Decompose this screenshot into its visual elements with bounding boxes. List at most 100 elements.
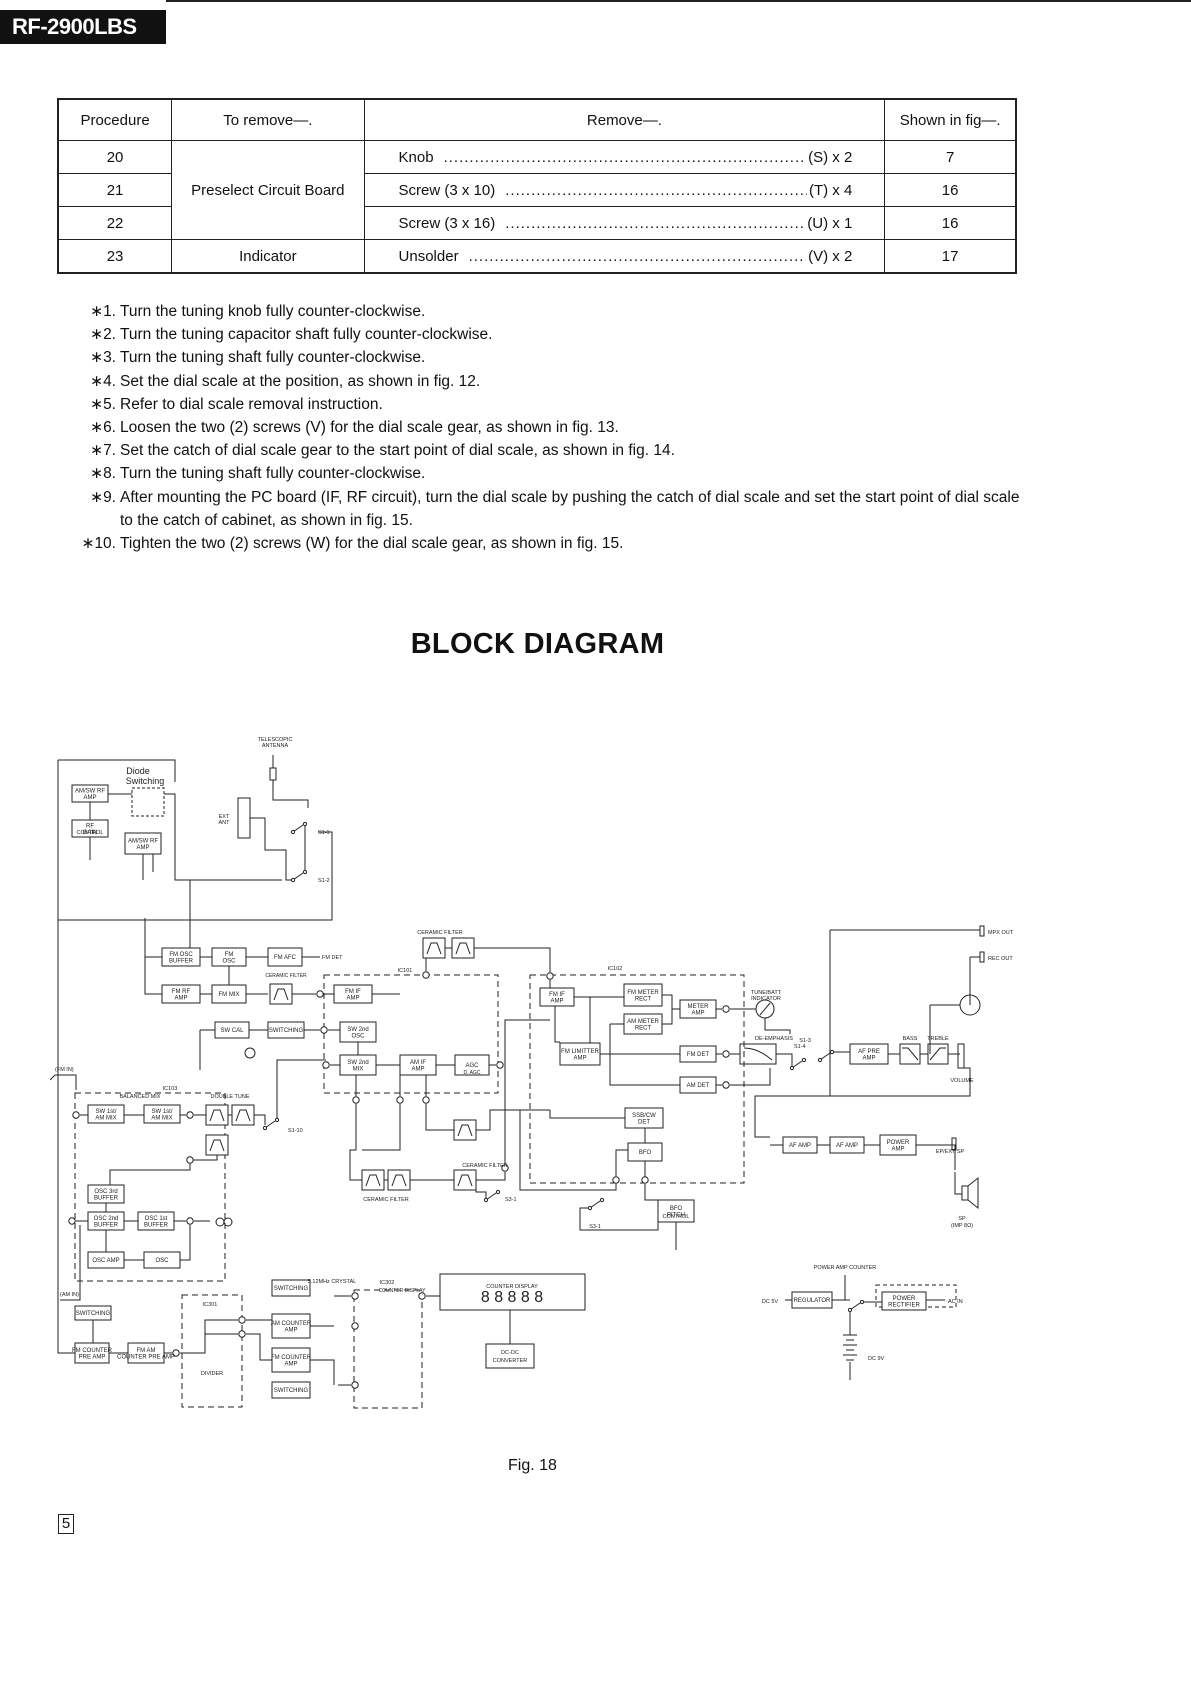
block-am-sw-rf-amp — [71, 784, 109, 803]
signal-line — [109, 1164, 191, 1185]
volume-pot — [957, 1043, 965, 1069]
diagram-label: (FM IN) — [55, 1067, 74, 1073]
diagram-label: COUNTER DISPLAY — [379, 1288, 427, 1294]
ic-pin-node — [501, 1164, 509, 1172]
block-ssb-cw-det — [624, 1107, 664, 1129]
signal-line — [549, 1110, 625, 1119]
signal-line — [662, 994, 680, 1010]
filter-block — [422, 937, 446, 959]
header-shown: Shown in fig—. — [884, 98, 1017, 141]
block-label: AF AMP — [836, 1143, 858, 1149]
ic-pin-node — [316, 990, 324, 998]
signal-line — [476, 1109, 550, 1131]
signal-line — [180, 1225, 191, 1261]
switch-contact — [587, 1205, 593, 1211]
crystal-symbol — [244, 1047, 256, 1059]
cell-fig: 16 — [884, 206, 1017, 240]
ic-pin-node — [238, 1330, 246, 1338]
signal-line — [476, 1172, 506, 1181]
note-item: ∗6.Loosen the two (2) screws (V) for the… — [90, 419, 619, 437]
bandpass-symbol — [235, 1109, 251, 1122]
diagram-label: BASS — [903, 1036, 918, 1042]
speaker-wire — [954, 1172, 962, 1195]
signal-line — [579, 1207, 659, 1231]
counter-display — [439, 1273, 586, 1311]
signal-line — [615, 1149, 628, 1176]
diagram-label: CERAMIC FILTER — [417, 930, 462, 936]
bandpass-symbol — [391, 1174, 407, 1187]
note-item: ∗7.Set the catch of dial scale gear to t… — [90, 442, 675, 460]
cell-remove: Screw (3 x 16)(U) x 1 — [363, 206, 886, 240]
diagram-label: S1-10 — [288, 1128, 303, 1134]
rolloff-symbol — [743, 1047, 773, 1061]
diagram-label: AC IN — [948, 1299, 963, 1305]
filter-block — [361, 1169, 385, 1191]
signal-line — [246, 1333, 272, 1361]
ic-pin-node — [722, 1081, 730, 1089]
signal-line — [609, 1024, 680, 1086]
ext-ant-jack — [237, 797, 251, 839]
cell-fig: 17 — [884, 239, 1017, 274]
diagram-label: IC101 — [398, 968, 413, 974]
block-osc-1st-buffer — [137, 1211, 175, 1231]
block-meter-amp — [679, 999, 717, 1019]
diagram-label: S1-2 — [318, 878, 330, 884]
block-fm-limiter-amp — [559, 1042, 601, 1066]
signal-line — [58, 759, 176, 782]
diagram-label: CONVERTER — [493, 1358, 527, 1364]
block-label: FM DET — [687, 1052, 710, 1058]
pin-nodes — [68, 821, 865, 1389]
bandpass-symbol — [457, 1124, 473, 1137]
ic-pin-node — [396, 1096, 404, 1104]
cell-remove: Screw (3 x 10)(T) x 4 — [363, 173, 886, 207]
block-label: SWITCHING — [76, 1311, 111, 1317]
block-switching — [267, 1021, 305, 1039]
cell-fig: 16 — [884, 173, 1017, 207]
diagram-label: INDICATOR — [751, 996, 781, 1002]
block-osc-amp — [87, 1251, 125, 1269]
ic-pin-node — [612, 1176, 620, 1184]
filter-block — [269, 983, 293, 1005]
filter-block — [205, 1104, 229, 1126]
tuning-meter-icon — [755, 999, 775, 1019]
diagram-label: EP/EXT SP — [936, 1149, 965, 1155]
block-label: SWITCHING — [274, 1286, 309, 1292]
signal-line — [730, 1068, 771, 1086]
ic-pin-node — [320, 1026, 328, 1034]
switch-contact — [290, 877, 296, 883]
diagram-label: DC 5V — [762, 1299, 779, 1305]
diagram-label: S3-1 — [589, 1224, 601, 1230]
diagram-label: TUNE/BATT — [751, 990, 782, 996]
top-rule — [166, 0, 1191, 2]
signal-line — [254, 1114, 266, 1125]
diagram-label: BALANCED MIX — [120, 1094, 161, 1100]
ic-boundaries — [74, 787, 957, 1409]
block-fm-if-amp — [333, 984, 373, 1004]
block-label: AM DET — [687, 1083, 710, 1089]
diagram-label: CONTROL — [77, 830, 104, 836]
speaker-cone-icon — [967, 1176, 979, 1210]
ic-pin-node — [238, 1316, 246, 1324]
block-switching — [271, 1381, 311, 1399]
block-fm-meter-rect — [623, 983, 663, 1007]
diagram-label: FM DET — [322, 955, 343, 961]
block-label: SWITCHING — [269, 1028, 304, 1034]
treble-control — [927, 1043, 949, 1065]
note-item: ∗8.Turn the tuning shaft fully counter-c… — [90, 465, 426, 483]
cell-to-remove: Indicator — [171, 239, 365, 274]
block-power-rectifier — [881, 1291, 927, 1311]
signal-line — [764, 1018, 791, 1034]
block-label: FM AFC — [274, 955, 297, 961]
block-sw-cal — [214, 1021, 250, 1039]
signal-line — [362, 1104, 401, 1151]
